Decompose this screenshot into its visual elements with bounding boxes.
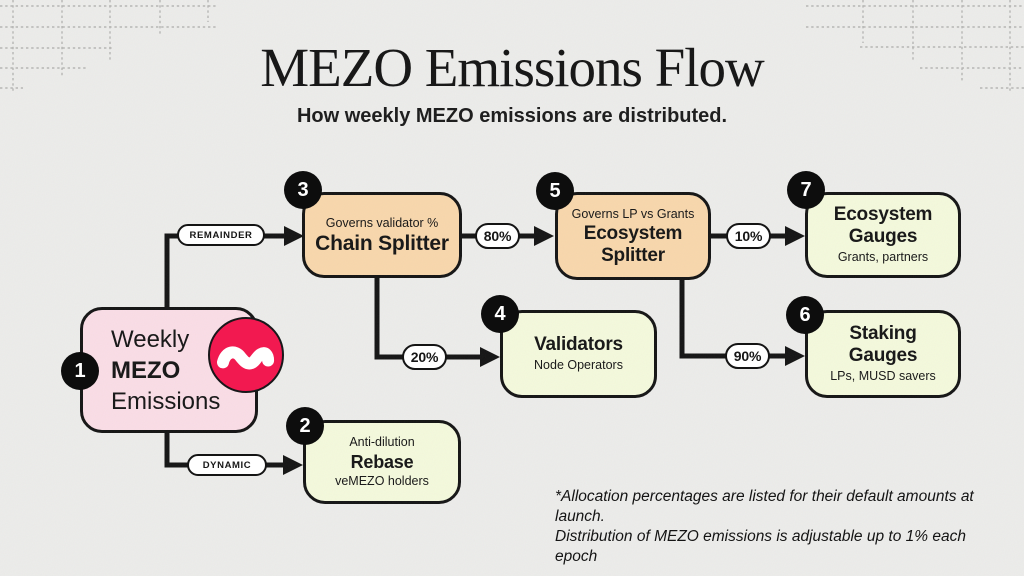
- edge-label-dynamic: DYNAMIC: [187, 454, 267, 476]
- page-title: MEZO Emissions Flow: [260, 37, 765, 98]
- node1-line3: Emissions: [111, 387, 221, 415]
- page-subtitle: How weekly MEZO emissions are distribute…: [296, 105, 728, 127]
- edge-label-20-percent: 20%: [402, 344, 447, 370]
- node2-bottom-label: veMEZO holders: [335, 474, 429, 489]
- node-ecosystem-gauges: Ecosystem Gauges Grants, partners: [805, 192, 961, 278]
- node2-top-label: Anti-dilution: [349, 435, 415, 450]
- node6-title-line2: Gauges: [848, 344, 918, 366]
- node7-title-line2: Gauges: [848, 225, 918, 247]
- node7-bottom-label: Grants, partners: [837, 249, 929, 264]
- node-validators: Validators Node Operators: [500, 310, 657, 398]
- node6-bottom-label: LPs, MUSD savers: [830, 368, 936, 383]
- footnote-line2: Distribution of MEZO emissions is adjust…: [555, 528, 966, 565]
- edge-label-10-percent: 10%: [726, 223, 771, 249]
- node-chain-splitter: Governs validator % Chain Splitter: [302, 192, 462, 278]
- node3-title: Chain Splitter: [315, 232, 449, 256]
- node-ecosystem-splitter: Governs LP vs Grants Ecosystem Splitter: [555, 192, 711, 280]
- step-badge-6: 6: [786, 296, 824, 334]
- step-badge-7: 7: [787, 171, 825, 209]
- step-badge-1: 1: [61, 352, 99, 390]
- node5-title-line2: Splitter: [601, 245, 665, 267]
- edge-label-80-percent: 80%: [475, 223, 520, 249]
- node6-title-line1: Staking: [849, 322, 917, 344]
- node1-line2: MEZO: [111, 356, 181, 384]
- node3-top-label: Governs validator %: [325, 215, 439, 230]
- edge-label-90-percent: 90%: [725, 343, 770, 369]
- node4-bottom-label: Node Operators: [534, 357, 623, 372]
- step-badge-5: 5: [536, 172, 574, 210]
- allocation-footnote: *Allocation percentages are listed for t…: [555, 487, 985, 567]
- node7-title-line1: Ecosystem: [833, 203, 933, 225]
- node4-title: Validators: [534, 333, 623, 355]
- node5-title-line1: Ecosystem: [583, 223, 683, 245]
- edge-label-remainder: REMAINDER: [177, 224, 265, 246]
- node5-top-label: Governs LP vs Grants: [571, 206, 695, 221]
- mezo-logo-coin: [208, 317, 284, 393]
- step-badge-4: 4: [481, 295, 519, 333]
- node-staking-gauges: Staking Gauges LPs, MUSD savers: [805, 310, 961, 398]
- mezo-wave-icon: [216, 346, 275, 370]
- node-rebase: Anti-dilution Rebase veMEZO holders: [303, 420, 461, 504]
- node2-title: Rebase: [350, 451, 414, 472]
- node1-line1: Weekly: [111, 325, 190, 353]
- footnote-line1: *Allocation percentages are listed for t…: [555, 488, 974, 525]
- step-badge-2: 2: [286, 407, 324, 445]
- step-badge-3: 3: [284, 171, 322, 209]
